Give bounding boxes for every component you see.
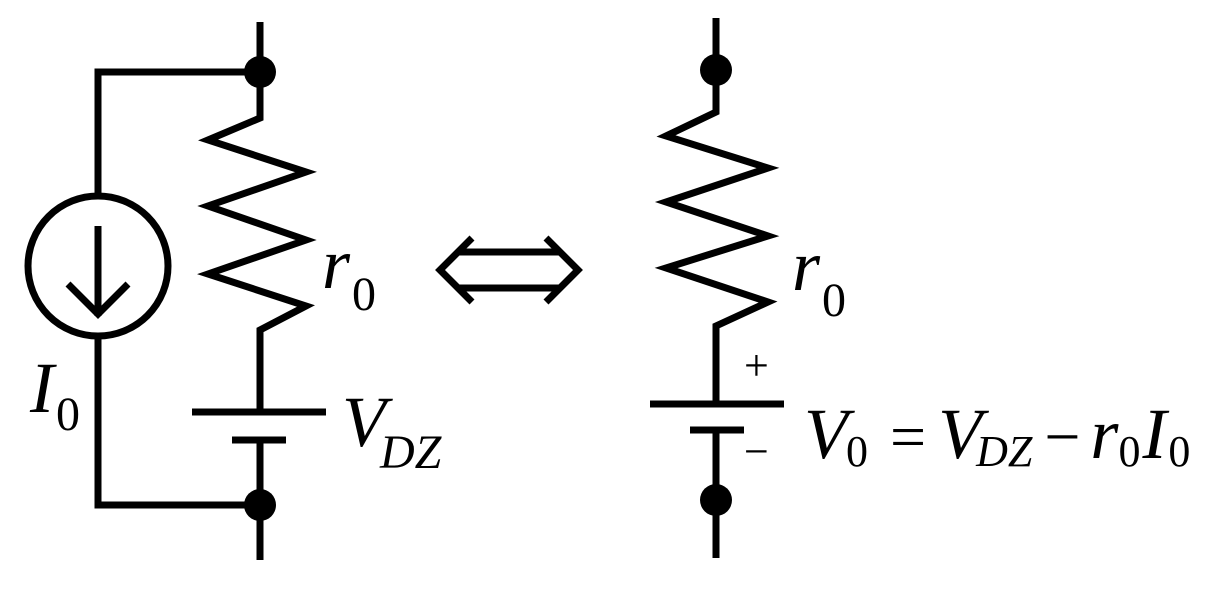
equivalence-symbol-text: ⇔ xyxy=(0,0,1,1)
voltage-equation: V0=VDZ−r0I0 xyxy=(804,394,1190,476)
left-source-top-wire xyxy=(94,68,260,196)
current-source-label: I0 xyxy=(29,348,80,441)
battery-plus-sign: + xyxy=(744,341,769,390)
right-resistor-zigzag xyxy=(654,70,780,402)
right-circuit: r0 + − V0=VDZ−r0I0 xyxy=(650,18,1190,558)
left-resistor-label: r0 xyxy=(322,224,376,321)
right-resistor-label: r0 xyxy=(792,226,846,327)
left-battery-label: VDZ xyxy=(342,382,443,479)
left-source-bottom-wire xyxy=(94,336,260,509)
battery-minus-sign: − xyxy=(744,427,769,476)
left-circuit: r0 I0 VDZ xyxy=(24,22,443,560)
current-source-arrow-head-icon xyxy=(65,281,131,319)
left-resistor-zigzag xyxy=(197,72,317,410)
equivalence-arrow-icon: ⇔ xyxy=(0,0,583,305)
